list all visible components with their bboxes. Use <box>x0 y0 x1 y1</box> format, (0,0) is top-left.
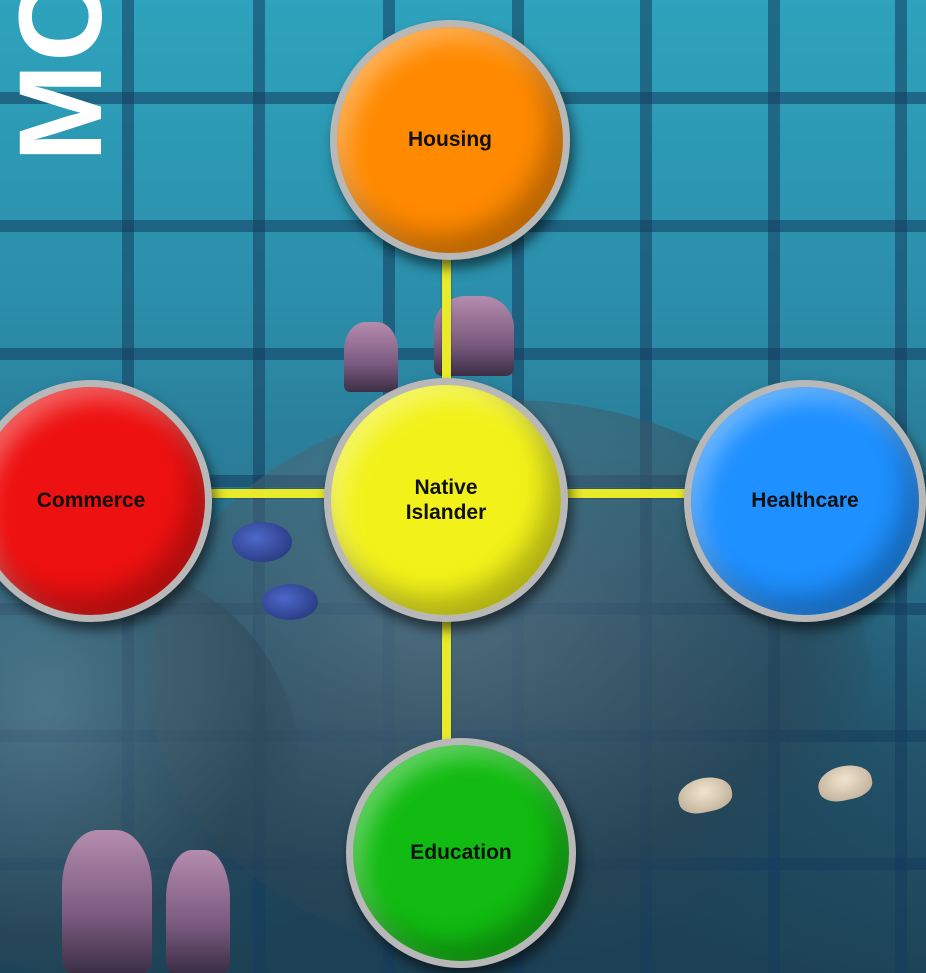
background-coral <box>166 850 230 973</box>
node-commerce: Commerce <box>0 380 212 622</box>
node-native-islander: Native Islander <box>324 378 568 622</box>
node-native-islander-label: Native Islander <box>405 475 487 524</box>
connector-right <box>560 489 700 498</box>
background-fish <box>232 522 292 562</box>
node-healthcare: Healthcare <box>684 380 926 622</box>
node-education: Education <box>346 738 576 968</box>
node-commerce-label: Commerce <box>36 489 146 513</box>
connector-left <box>204 489 334 498</box>
node-housing-label: Housing <box>408 128 492 152</box>
node-housing: Housing <box>330 20 570 260</box>
background-fish <box>262 584 318 620</box>
node-healthcare-label: Healthcare <box>751 489 859 513</box>
connector-top <box>442 252 451 392</box>
background-coral <box>62 830 152 973</box>
slide-title: MC <box>0 0 127 162</box>
connector-bottom <box>442 612 451 752</box>
node-education-label: Education <box>410 841 512 865</box>
background-coral <box>344 322 398 392</box>
